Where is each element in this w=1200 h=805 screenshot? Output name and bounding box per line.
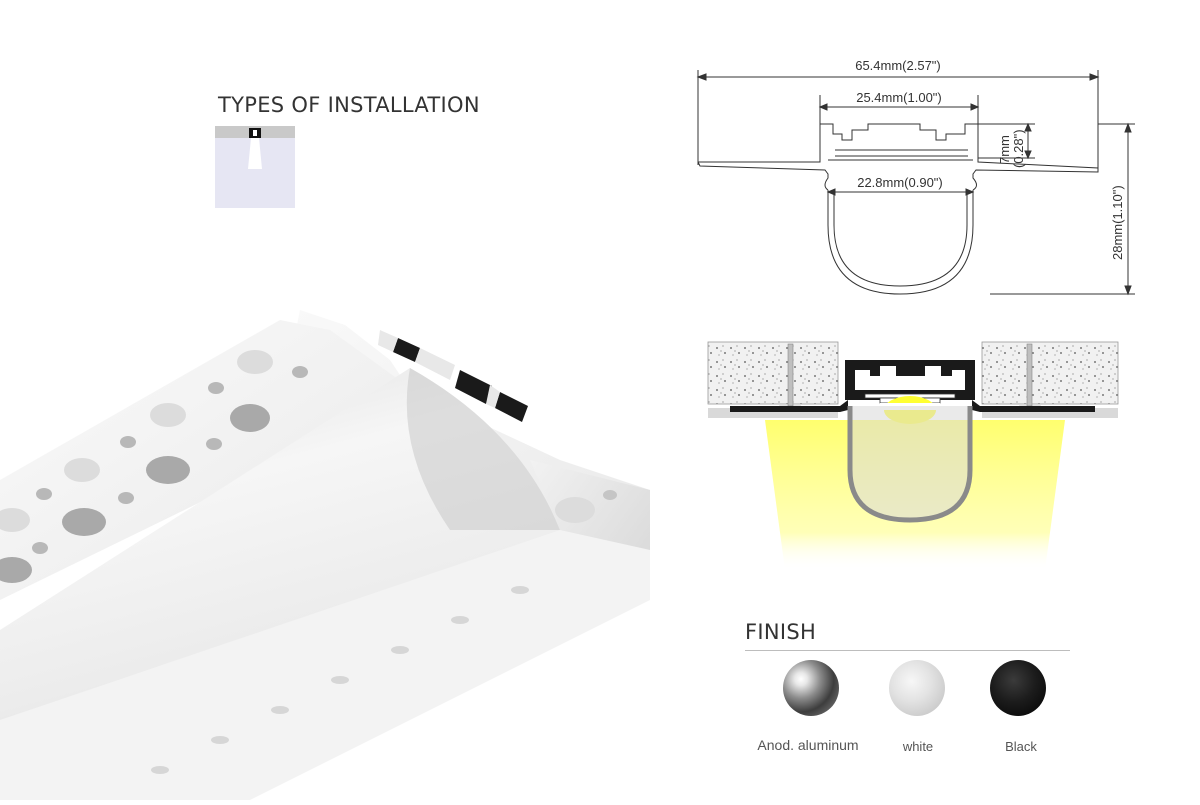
overall-width-label: 65.4mm(2.57")	[855, 58, 941, 73]
profile-product-image	[0, 300, 650, 800]
profile-dimension-drawing: 65.4mm(2.57") 25.4mm(1.00") 22.8mm(0.90"…	[690, 50, 1150, 305]
recessed-installation-icon	[215, 126, 295, 208]
black-swatch	[990, 660, 1046, 716]
white-swatch	[889, 660, 945, 716]
channel-width-label: 25.4mm(1.00")	[856, 90, 942, 105]
installation-title: TYPES OF INSTALLATION	[218, 93, 480, 117]
finish-title: FINISH	[745, 620, 817, 644]
finish-label-anodized: Anod. aluminum	[757, 737, 859, 753]
lip-depth-in-label: (0.28")	[1011, 129, 1026, 168]
drywall-installation-diagram	[700, 330, 1130, 580]
anodized-aluminum-swatch	[783, 660, 839, 716]
lip-depth-mm-label: 7mm	[997, 135, 1012, 164]
finish-label-black: Black	[1005, 739, 1037, 754]
total-height-label: 28mm(1.10")	[1110, 185, 1125, 260]
inner-width-label: 22.8mm(0.90")	[857, 175, 943, 190]
finish-divider	[745, 650, 1070, 651]
finish-label-white: white	[902, 739, 934, 754]
